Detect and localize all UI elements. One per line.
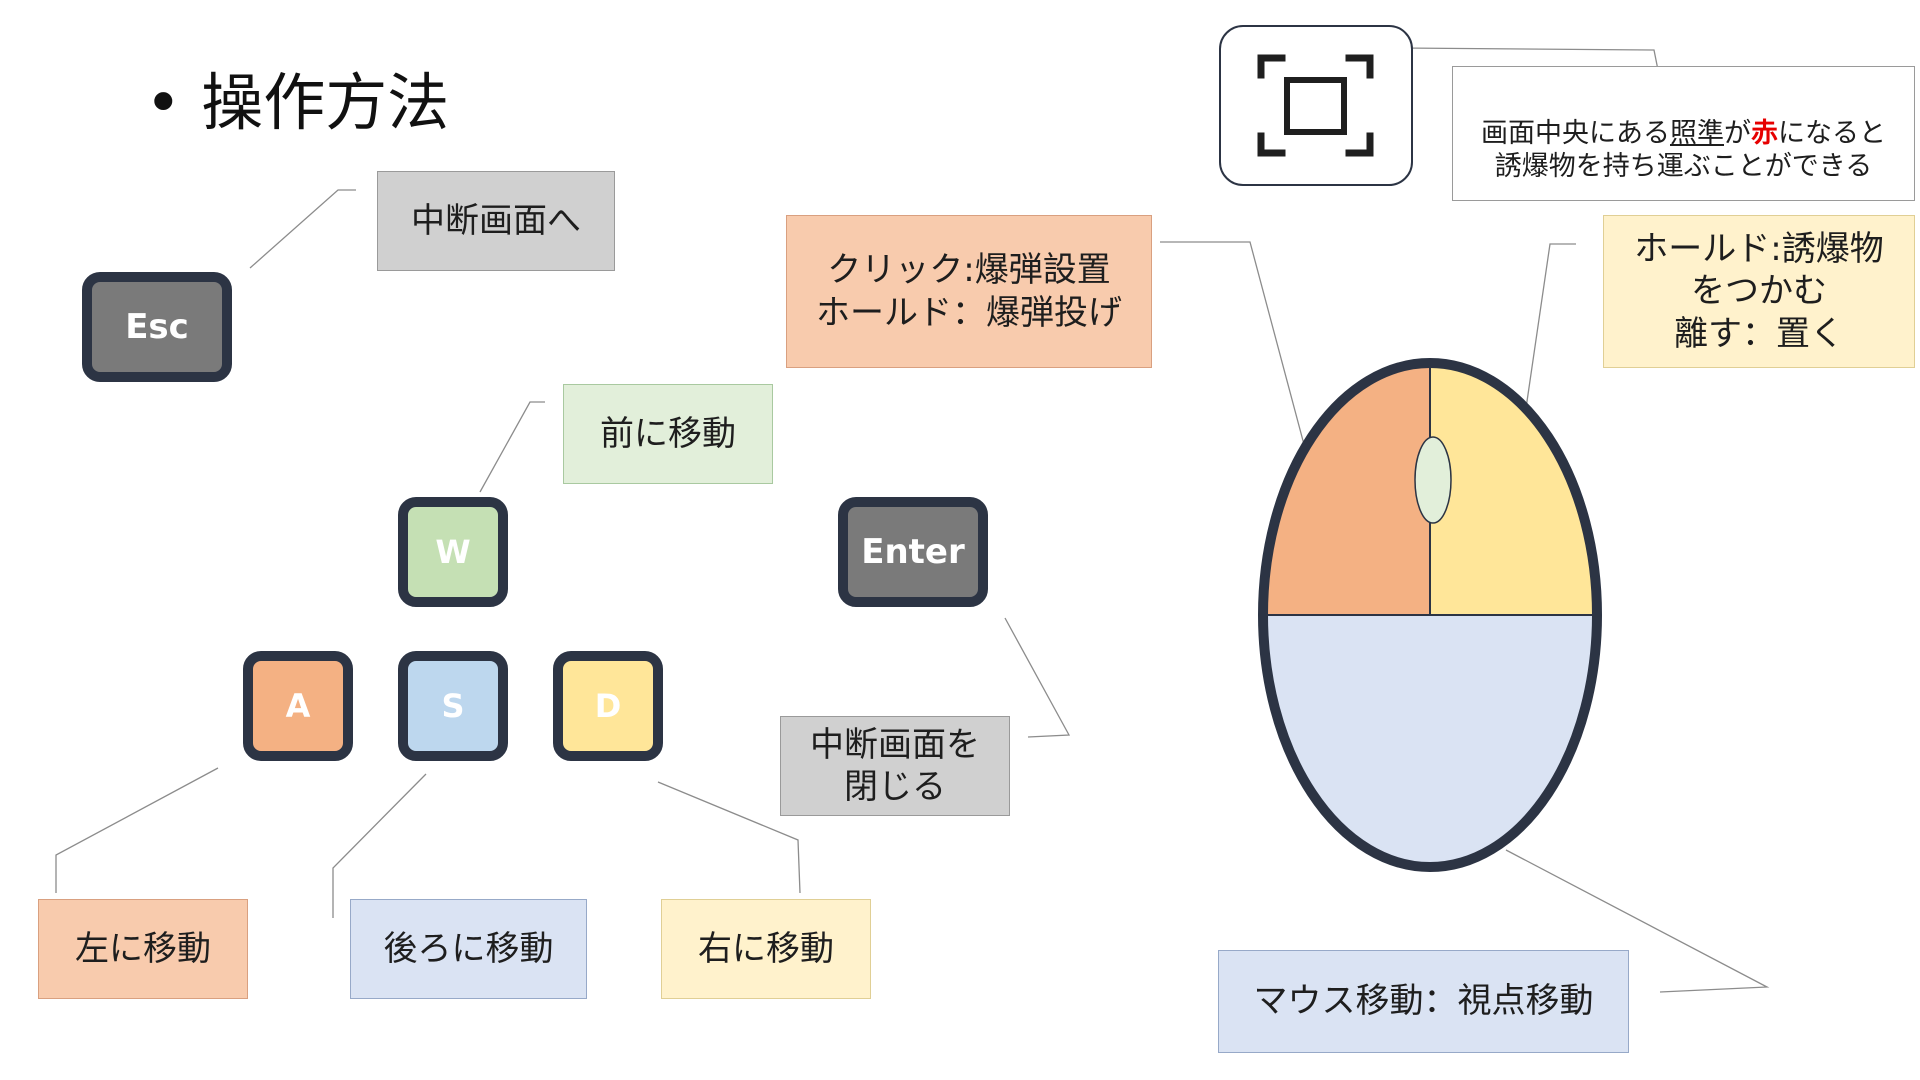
mouse-icon — [1258, 358, 1602, 872]
d-key-label: D — [594, 687, 622, 725]
d-connector — [657, 781, 801, 894]
esc-key-label: Esc — [125, 307, 189, 347]
a-label-box: 左に移動 — [38, 899, 248, 999]
page-title: • 操作方法 — [145, 66, 450, 139]
s-connector — [332, 773, 427, 918]
right-click-connector — [1524, 243, 1576, 416]
esc-key: Esc — [82, 272, 232, 382]
mouse-move-connector — [1505, 849, 1770, 993]
enter-key-label: Enter — [861, 532, 965, 572]
crosshair-hint-box: 画面中央にある照準が赤になると 誘爆物を持ち運ぶことができる — [1452, 66, 1915, 201]
enter-connector — [1004, 617, 1071, 738]
left-click-label-box: クリック:爆弾設置 ホールド：爆弾投げ — [786, 215, 1152, 368]
mouse-wheel — [1414, 436, 1452, 524]
crosshair-icon — [1257, 54, 1374, 157]
crosshair-frame — [1219, 25, 1413, 186]
enter-key: Enter — [838, 497, 988, 607]
s-key-label: S — [441, 687, 465, 725]
a-key-label: A — [285, 687, 311, 725]
s-label-box: 後ろに移動 — [350, 899, 587, 999]
w-key-label: W — [435, 533, 471, 571]
d-label-box: 右に移動 — [661, 899, 871, 999]
red-word: 赤 — [1751, 117, 1778, 149]
mouse-move-label-box: マウス移動：視点移動 — [1218, 950, 1629, 1053]
a-connector — [55, 767, 219, 893]
w-connector — [479, 401, 545, 493]
mouse-body — [1263, 615, 1597, 867]
d-key: D — [553, 651, 663, 761]
crosshair-hint-line1: 画面中央にある照準が赤になると — [1481, 117, 1886, 149]
w-label-box: 前に移動 — [563, 384, 773, 484]
left-click-connector — [1160, 241, 1307, 453]
crosshair-hint-line2: 誘爆物を持ち運ぶことができる — [1494, 151, 1873, 183]
w-key: W — [398, 497, 508, 607]
a-key: A — [243, 651, 353, 761]
s-key: S — [398, 651, 508, 761]
esc-connector — [249, 189, 356, 269]
esc-label-box: 中断画面へ — [377, 171, 615, 271]
right-click-label-box: ホールド:誘爆物 をつかむ 離す：置く — [1603, 215, 1915, 368]
enter-label-box: 中断画面を 閉じる — [780, 716, 1010, 816]
